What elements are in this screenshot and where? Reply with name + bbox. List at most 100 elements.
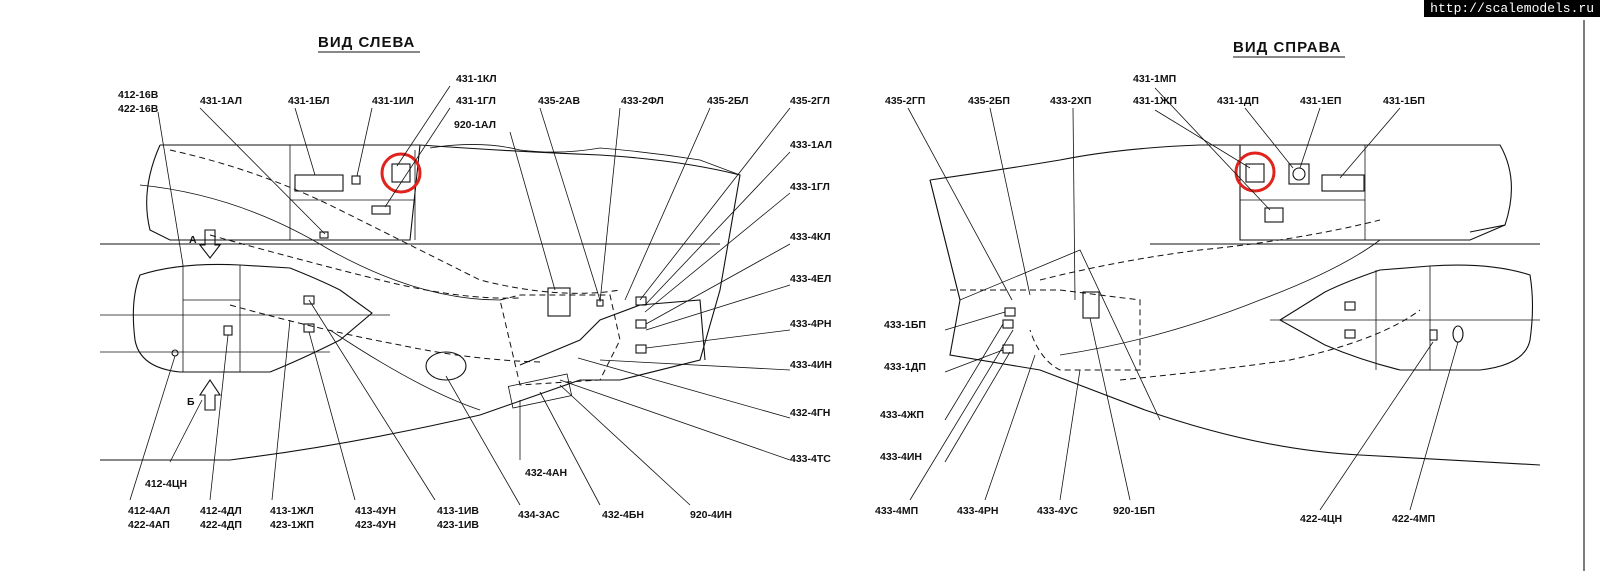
- label-431-1dp: 431-1ДП: [1217, 95, 1259, 107]
- label-433-2khp: 433-2ХП: [1050, 95, 1091, 107]
- label-433-4in-right: 433-4ИН: [880, 451, 922, 463]
- left-cutaway-edge: [429, 144, 741, 176]
- panel-431-1zhp: [1245, 163, 1265, 183]
- panel-422-4tsn: [1429, 329, 1438, 341]
- label-432-4bn: 432-4БН: [602, 509, 644, 521]
- panel-431-1al: [319, 231, 329, 239]
- label-920-1bp: 920-1БП: [1113, 505, 1155, 517]
- panel-413-1iv: [303, 295, 315, 305]
- panel-433-2fl: [635, 296, 647, 306]
- label-435-2gl: 435-2ГЛ: [790, 95, 830, 107]
- left-dashed-curve-2: [209, 234, 521, 299]
- panel-412-4dl: [223, 325, 233, 336]
- left-leader-lines: [129, 85, 791, 506]
- right-leader-lines: [907, 87, 1459, 511]
- panel-433-4el: [635, 344, 647, 354]
- label-433-4ts: 433-4ТС: [790, 453, 831, 465]
- label-434-3as: 434-3АС: [518, 509, 560, 521]
- panel-431-1ep: [1292, 167, 1306, 181]
- right-dashed-curve-2: [1119, 309, 1421, 381]
- left-view-title: ВИД СЛЕВА: [318, 34, 415, 51]
- panel-920-1bp: [1082, 291, 1100, 319]
- right-dashed-curve-1: [1039, 219, 1381, 281]
- label-431-1zhp: 431-1ЖП: [1133, 95, 1177, 107]
- left-view: ВИД СЛЕВА А: [100, 34, 832, 531]
- label-431-1gl: 431-1ГЛ: [456, 95, 496, 107]
- label-412-16v: 412-16В: [118, 89, 159, 101]
- highlight-circle-left: [380, 152, 422, 194]
- label-413-1iv: 413-1ИВ: [437, 505, 479, 517]
- right-lower-outline: [929, 179, 1541, 466]
- right-view: ВИД СПРАВА: [875, 39, 1541, 525]
- panel-432-4bn: [507, 373, 573, 409]
- label-422-4dp: 422-4ДП: [200, 519, 242, 531]
- panel-431-1gl: [371, 205, 391, 215]
- label-422-16v: 422-16В: [118, 103, 159, 115]
- label-413-1zhl: 413-1ЖЛ: [270, 505, 314, 517]
- marker-a-label: А: [189, 234, 197, 246]
- left-fuselage-outline: [100, 144, 741, 461]
- label-423-4un: 423-4УН: [355, 519, 396, 531]
- right-contour-line: [1059, 239, 1381, 356]
- left-panel-block: [146, 144, 421, 241]
- marker-b-label: Б: [187, 396, 195, 408]
- left-gear-bay-dashed: [499, 294, 621, 386]
- label-433-4mp: 433-4МП: [875, 505, 918, 517]
- label-433-1al: 433-1АЛ: [790, 139, 832, 151]
- label-433-4zhp: 433-4ЖП: [880, 409, 924, 421]
- panel-422-4mp: [1452, 325, 1464, 343]
- panel-right-engine-2: [1344, 329, 1356, 339]
- label-433-4us: 433-4УС: [1037, 505, 1078, 517]
- arrow-up-icon: [198, 379, 222, 411]
- label-423-1iv: 423-1ИВ: [437, 519, 479, 531]
- label-431-1kl: 431-1КЛ: [456, 73, 497, 85]
- highlight-circle-right: [1234, 151, 1276, 193]
- label-422-4mp: 422-4МП: [1392, 513, 1435, 525]
- left-engine-nacelle: [132, 263, 373, 373]
- marker-b: Б: [187, 379, 222, 411]
- panel-433-4zhp: [1002, 319, 1014, 329]
- label-431-1al: 431-1АЛ: [200, 95, 242, 107]
- panel-431-1mp: [1264, 207, 1284, 223]
- panel-431-1bl: [294, 174, 344, 192]
- label-413-4un: 413-4УН: [355, 505, 396, 517]
- label-433-1dp: 433-1ДП: [884, 361, 926, 373]
- label-920-4in: 920-4ИН: [690, 509, 732, 521]
- arrow-down-icon: [198, 229, 222, 259]
- label-431-1bp: 431-1БП: [1383, 95, 1425, 107]
- label-433-2fl: 433-2ФЛ: [621, 95, 664, 107]
- label-433-4rn: 433-4РН: [790, 318, 831, 330]
- right-engine-nacelle: [1278, 264, 1534, 371]
- panel-433-1dp: [1002, 344, 1014, 354]
- right-gear-bay-dashed: [950, 289, 1141, 371]
- left-gear-bay: [519, 299, 706, 366]
- right-fuselage-outline: [929, 144, 1512, 233]
- panel-434-3as: [425, 351, 467, 381]
- right-panel-block: [1239, 145, 1506, 241]
- label-435-2gp: 435-2ГП: [885, 95, 925, 107]
- label-431-1ep: 431-1ЕП: [1300, 95, 1341, 107]
- label-412-4al: 412-4АЛ: [128, 505, 170, 517]
- label-432-4gn: 432-4ГН: [790, 407, 830, 419]
- left-dashed-curve-1: [169, 149, 621, 294]
- label-433-4rn-right: 433-4РН: [957, 505, 998, 517]
- label-435-2av: 435-2АВ: [538, 95, 580, 107]
- right-view-title: ВИД СПРАВА: [1233, 39, 1342, 56]
- panel-412-4al: [171, 349, 179, 357]
- label-433-4in: 433-4ИН: [790, 359, 832, 371]
- panel-433-1bp: [1004, 307, 1016, 317]
- label-412-4dl: 412-4ДЛ: [200, 505, 242, 517]
- watermark-link[interactable]: http://scalemodels.ru: [1424, 0, 1600, 17]
- panel-433-4kl: [635, 319, 647, 329]
- panel-right-engine-1: [1344, 301, 1356, 311]
- label-422-4ap: 422-4АП: [128, 519, 170, 531]
- left-contour-line-2: [329, 329, 481, 411]
- label-920-1al: 920-1АЛ: [454, 119, 496, 131]
- label-433-4kl: 433-4КЛ: [790, 231, 831, 243]
- right-gear-door: [929, 179, 1161, 421]
- marker-a: А: [189, 229, 222, 259]
- label-431-1mp: 431-1МП: [1133, 73, 1176, 85]
- label-433-4el: 433-4ЕЛ: [790, 273, 831, 285]
- label-435-2bl: 435-2БЛ: [707, 95, 749, 107]
